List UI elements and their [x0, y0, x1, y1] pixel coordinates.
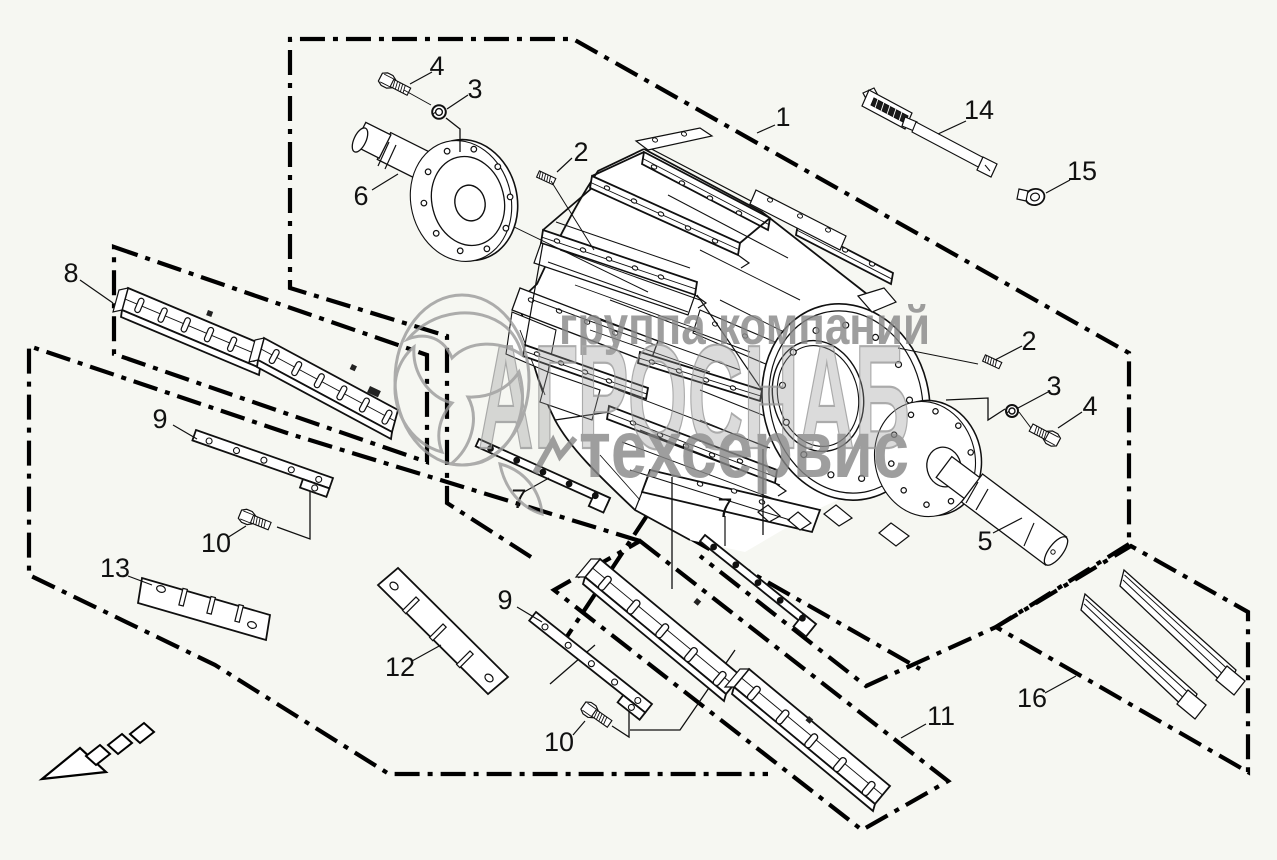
svg-text:16: 16	[1017, 683, 1047, 713]
svg-text:9: 9	[152, 404, 167, 434]
svg-text:группа компаний: группа компаний	[559, 296, 930, 356]
svg-text:6: 6	[353, 181, 368, 211]
svg-text:11: 11	[927, 701, 955, 731]
svg-text:10: 10	[201, 528, 231, 558]
svg-text:7: 7	[717, 493, 732, 523]
svg-text:АГРОСНАБ: АГРОСНАБ	[478, 315, 910, 480]
svg-text:2: 2	[573, 137, 588, 167]
svg-text:4: 4	[429, 51, 444, 81]
svg-text:15: 15	[1067, 156, 1097, 186]
svg-text:3: 3	[467, 74, 482, 104]
svg-text:13: 13	[100, 553, 130, 583]
svg-text:5: 5	[977, 526, 992, 556]
svg-text:техсервис: техсервис	[579, 404, 909, 495]
svg-text:4: 4	[1082, 391, 1097, 421]
svg-text:3: 3	[1046, 371, 1061, 401]
svg-text:2: 2	[1021, 326, 1036, 356]
svg-text:9: 9	[497, 585, 512, 615]
svg-text:1: 1	[775, 102, 790, 132]
svg-text:12: 12	[385, 652, 415, 682]
svg-text:14: 14	[964, 95, 994, 125]
svg-text:10: 10	[544, 727, 574, 757]
svg-text:8: 8	[63, 258, 78, 288]
